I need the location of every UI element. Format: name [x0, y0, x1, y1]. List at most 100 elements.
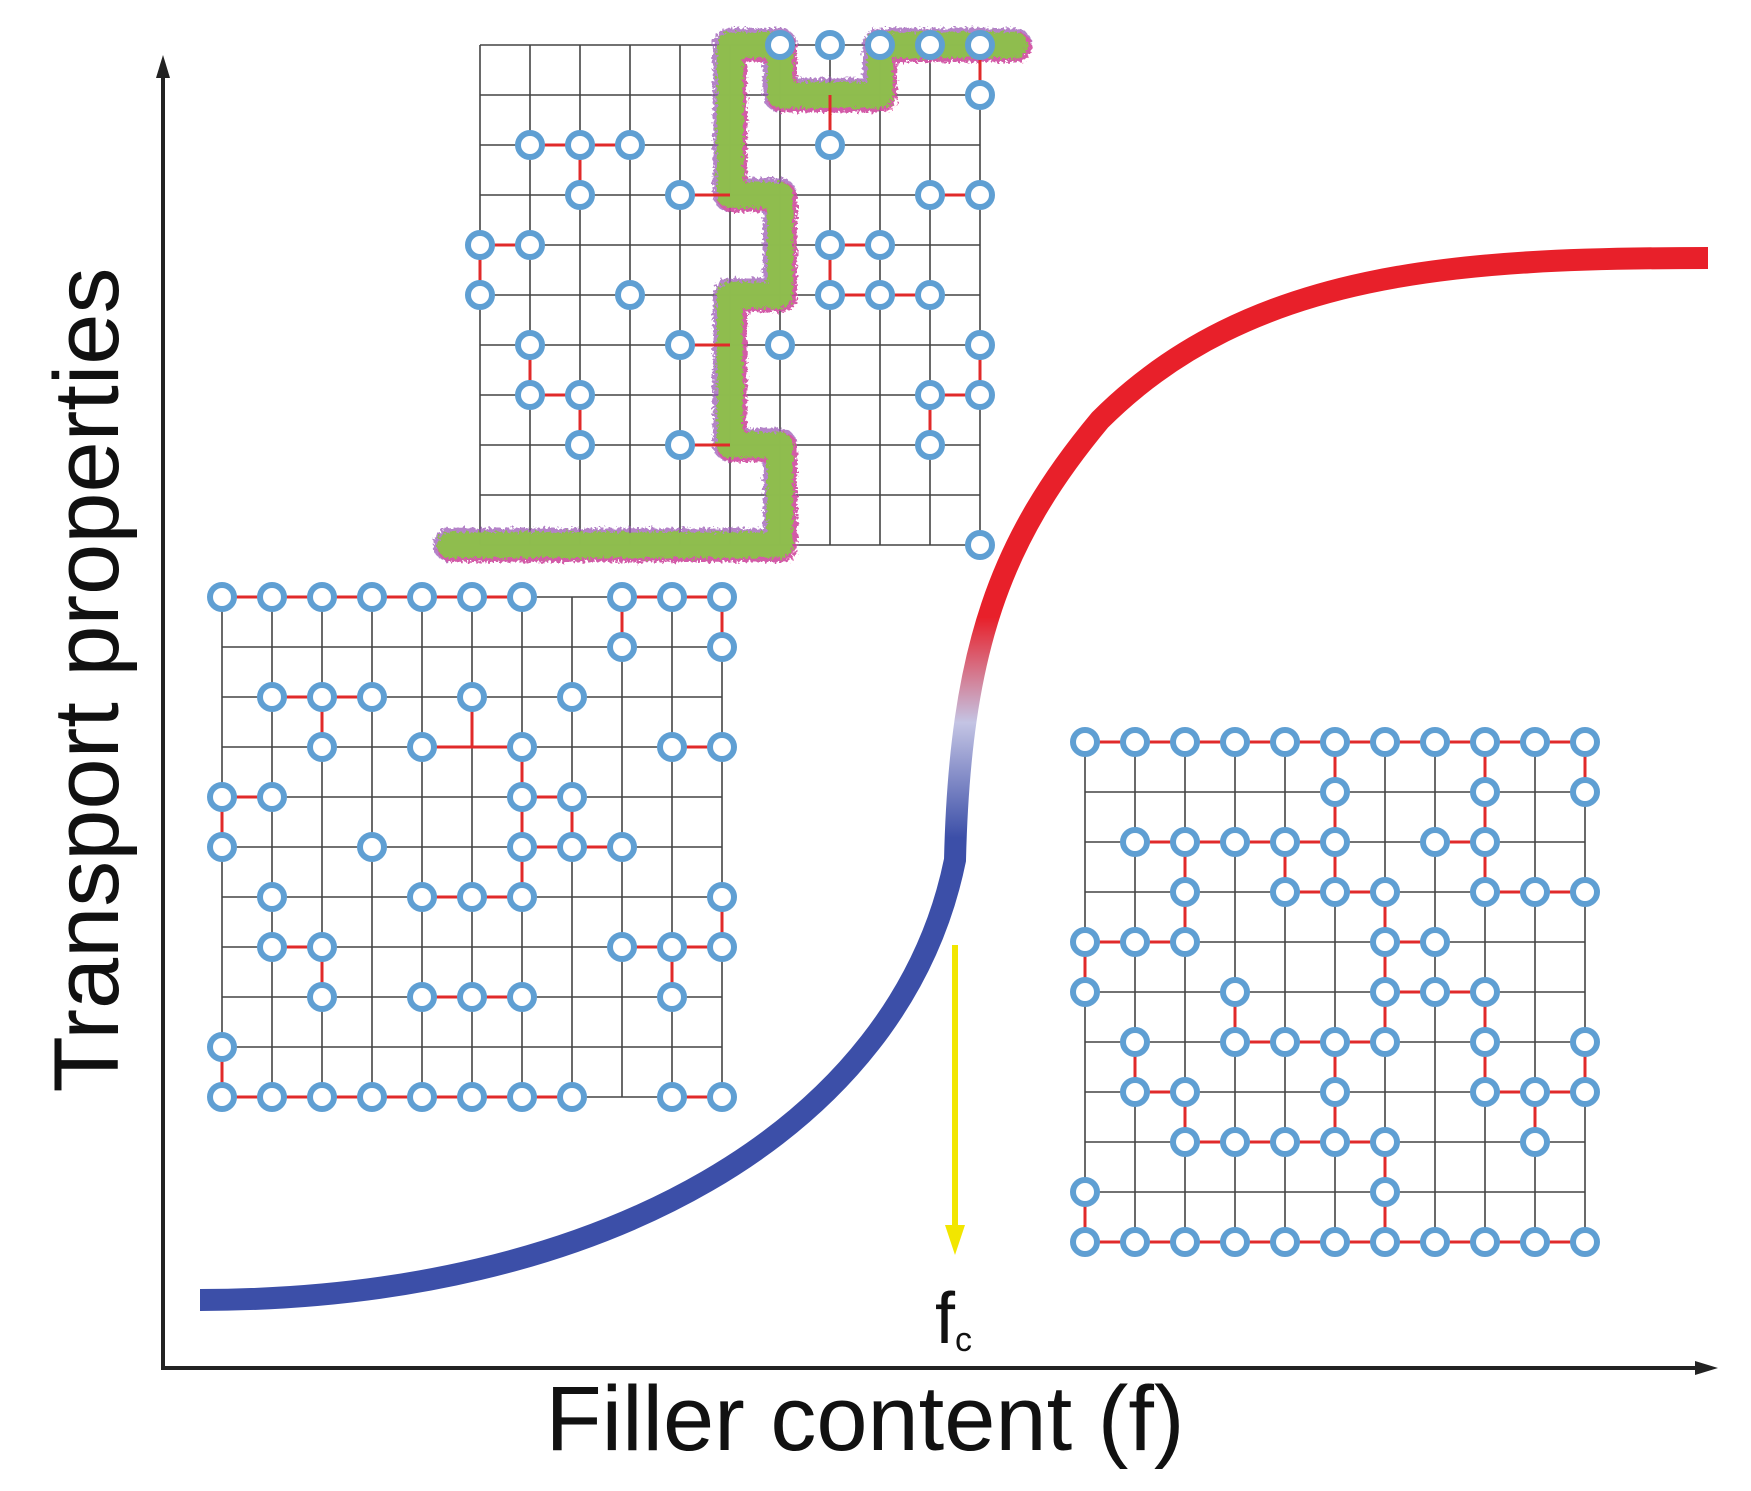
filler-particle — [565, 380, 595, 410]
filler-particle — [507, 732, 537, 762]
filler-particle — [657, 1082, 687, 1112]
filler-particle — [307, 1082, 337, 1112]
filler-particle — [707, 882, 737, 912]
filler-particle — [507, 982, 537, 1012]
filler-particle — [665, 330, 695, 360]
conductive-path — [433, 28, 1032, 562]
filler-particle — [657, 932, 687, 962]
filler-particle — [607, 832, 637, 862]
filler-particle — [1570, 777, 1600, 807]
filler-particle — [1470, 1227, 1500, 1257]
filler-particle — [307, 582, 337, 612]
filler-particle — [1470, 877, 1500, 907]
filler-particle — [1320, 1127, 1350, 1157]
filler-particle — [307, 982, 337, 1012]
filler-particle — [407, 582, 437, 612]
filler-particle — [357, 1082, 387, 1112]
threshold-subscript: c — [955, 1321, 972, 1359]
filler-particle — [257, 1082, 287, 1112]
filler-particle — [1070, 727, 1100, 757]
filler-particle — [1120, 927, 1150, 957]
filler-particle — [457, 882, 487, 912]
filler-particle — [1470, 1077, 1500, 1107]
filler-particle — [1220, 1027, 1250, 1057]
filler-particle — [707, 932, 737, 962]
filler-particle — [965, 30, 995, 60]
filler-particle — [1070, 1227, 1100, 1257]
filler-particle — [1270, 1227, 1300, 1257]
filler-particle — [1120, 827, 1150, 857]
filler-particle — [207, 1032, 237, 1062]
filler-particle — [915, 180, 945, 210]
filler-particle — [615, 280, 645, 310]
x-axis-title: Filler content (f) — [545, 1368, 1184, 1470]
filler-particle — [465, 230, 495, 260]
y-axis-title: Transport properties — [36, 268, 138, 1093]
filler-particle — [207, 832, 237, 862]
filler-particle — [1370, 1027, 1400, 1057]
filler-particle — [507, 1082, 537, 1112]
filler-particle — [515, 130, 545, 160]
filler-particle — [257, 582, 287, 612]
filler-particle — [965, 180, 995, 210]
filler-particle — [1420, 727, 1450, 757]
filler-particle — [1320, 877, 1350, 907]
threshold-arrow-head — [945, 1225, 965, 1255]
filler-particle — [1370, 927, 1400, 957]
filler-particle — [1470, 977, 1500, 1007]
filler-particle — [457, 982, 487, 1012]
filler-particle — [1370, 1127, 1400, 1157]
lattice-below-threshold — [207, 582, 737, 1112]
filler-particle — [1570, 1227, 1600, 1257]
filler-particle — [1370, 727, 1400, 757]
filler-particle — [515, 380, 545, 410]
filler-particle — [307, 682, 337, 712]
filler-particle — [1170, 877, 1200, 907]
filler-particle — [607, 932, 637, 962]
filler-particle — [1570, 1027, 1600, 1057]
filler-particle — [865, 30, 895, 60]
filler-particle — [357, 832, 387, 862]
filler-particle — [815, 280, 845, 310]
filler-particle — [257, 932, 287, 962]
filler-particle — [707, 732, 737, 762]
filler-particle — [1120, 1027, 1150, 1057]
filler-particle — [207, 782, 237, 812]
filler-particle — [607, 582, 637, 612]
filler-particle — [1520, 1127, 1550, 1157]
filler-particle — [457, 1082, 487, 1112]
axes — [156, 55, 1718, 1375]
filler-particle — [1470, 777, 1500, 807]
filler-particle — [707, 1082, 737, 1112]
filler-particle — [815, 130, 845, 160]
filler-particle — [865, 230, 895, 260]
filler-particle — [707, 632, 737, 662]
threshold-arrow — [945, 945, 965, 1255]
filler-particle — [1420, 1227, 1450, 1257]
filler-particle — [565, 180, 595, 210]
threshold-symbol: f — [935, 1279, 956, 1359]
filler-particle — [1370, 1227, 1400, 1257]
filler-particle — [465, 280, 495, 310]
filler-particle — [307, 932, 337, 962]
filler-particle — [1070, 927, 1100, 957]
filler-particle — [257, 782, 287, 812]
filler-particle — [1370, 877, 1400, 907]
filler-particle — [457, 682, 487, 712]
filler-particle — [1470, 827, 1500, 857]
filler-particle — [257, 682, 287, 712]
filler-particle — [815, 230, 845, 260]
filler-particle — [1220, 827, 1250, 857]
filler-particle — [665, 430, 695, 460]
filler-particle — [1520, 1227, 1550, 1257]
filler-particle — [965, 530, 995, 560]
filler-particle — [1220, 727, 1250, 757]
filler-particle — [407, 882, 437, 912]
lattice-at-threshold — [433, 28, 1032, 562]
filler-particle — [1470, 1027, 1500, 1057]
filler-particle — [1570, 727, 1600, 757]
filler-particle — [1570, 877, 1600, 907]
filler-particle — [1420, 977, 1450, 1007]
threshold-label: fc — [935, 1279, 972, 1359]
filler-particle — [557, 1082, 587, 1112]
